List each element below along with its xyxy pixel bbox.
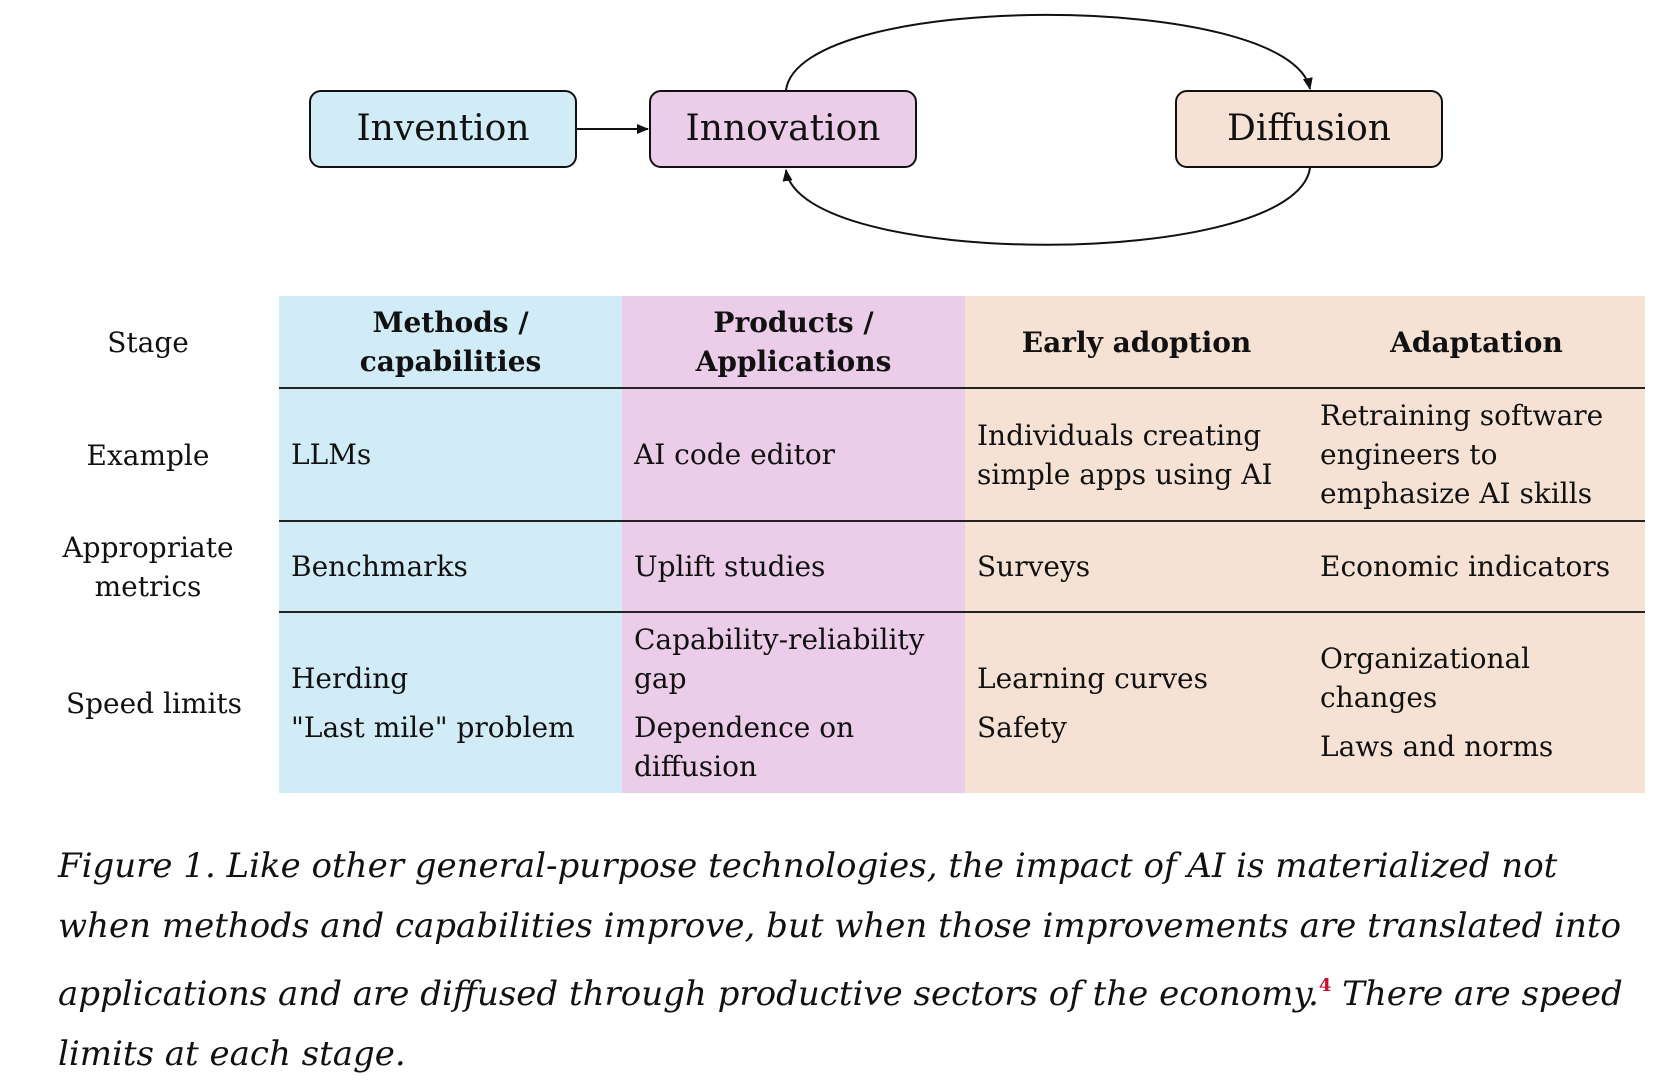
row-label-example: Example (86, 438, 210, 472)
header-methods: Methods / capabilities (279, 296, 622, 388)
caption-text-after: There are speed limits at each stage. (58, 974, 1623, 1074)
header-products: Products / Applications (622, 296, 965, 388)
table-rule (279, 611, 1645, 613)
row-label-stage: Stage (107, 325, 189, 359)
table-rule (279, 387, 1645, 389)
figure-caption: Figure 1. Like other general-purpose tec… (58, 836, 1638, 1084)
speed-adaptation: Organizational changes Laws and norms (1308, 612, 1645, 793)
speed-item: Safety (977, 710, 1067, 744)
example-adaptation: Retraining software engineers to emphasi… (1308, 388, 1645, 521)
table-rule (279, 520, 1645, 522)
metrics-adaptation: Economic indicators (1308, 521, 1645, 612)
node-innovation-label: Innovation (686, 108, 881, 149)
metrics-early-adoption: Surveys (965, 521, 1308, 612)
metrics-products: Uplift studies (622, 521, 965, 612)
footnote-marker[interactable]: 4 (1318, 975, 1332, 996)
speed-item: Learning curves (977, 661, 1208, 695)
speed-methods: Herding "Last mile" problem (279, 612, 622, 793)
example-products: AI code editor (622, 388, 965, 521)
speed-item: Capability-reliability gap (634, 622, 925, 695)
speed-early-adoption: Learning curves Safety (965, 612, 1308, 793)
node-invention-label: Invention (356, 108, 529, 149)
speed-item: Organizational changes (1320, 642, 1531, 714)
node-diffusion: Diffusion (1175, 90, 1443, 168)
speed-products: Capability-reliability gap Dependence on… (622, 612, 965, 793)
speed-item: Herding (291, 661, 409, 695)
arrow-diffusion-to-innovation (782, 167, 1311, 246)
node-diffusion-label: Diffusion (1227, 108, 1391, 149)
example-early-adoption: Individuals creating simple apps using A… (965, 388, 1308, 521)
row-label-speed: Speed limits (65, 686, 243, 720)
node-innovation: Innovation (649, 90, 917, 168)
metrics-methods: Benchmarks (279, 521, 622, 612)
flow-diagram: Invention Innovation Diffusion (309, 13, 1443, 246)
row-label-metrics: Appropriate metrics (62, 531, 234, 603)
header-adaptation: Adaptation (1308, 296, 1645, 388)
header-early-adoption: Early adoption (965, 296, 1308, 388)
speed-item: Laws and norms (1320, 730, 1554, 763)
speed-item: "Last mile" problem (291, 710, 575, 744)
example-methods: LLMs (279, 388, 622, 521)
speed-item: Dependence on diffusion (634, 710, 855, 783)
arrow-innovation-to-diffusion (785, 13, 1313, 91)
node-invention: Invention (309, 90, 577, 168)
caption-text: Figure 1. Like other general-purpose tec… (58, 846, 1622, 1014)
